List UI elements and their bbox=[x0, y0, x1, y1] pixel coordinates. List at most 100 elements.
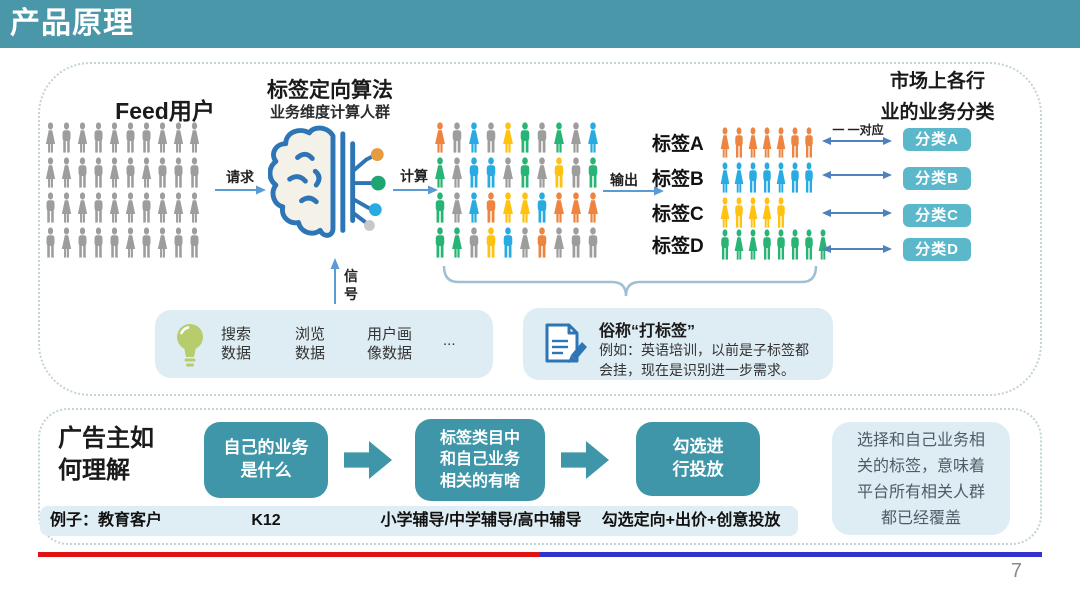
person-icon bbox=[190, 227, 199, 258]
double-arrows bbox=[822, 0, 892, 400]
feed-users-title: Feed用户 bbox=[115, 98, 215, 124]
person-icon bbox=[94, 157, 103, 188]
person-icon-cell bbox=[466, 157, 483, 192]
feed-users-crowd bbox=[43, 122, 203, 262]
person-icon-cell bbox=[75, 192, 91, 227]
person-icon bbox=[435, 227, 445, 258]
divider-blue bbox=[540, 552, 1042, 557]
person-icon-cell bbox=[483, 192, 500, 227]
person-icon bbox=[189, 122, 200, 153]
note-box: 俗称“打标签” 例如：英语培训，以前是子标签都 会挂，现在是识别进一步需求。 bbox=[523, 308, 833, 380]
person-icon-cell bbox=[43, 122, 59, 157]
advertiser-note: 选择和自己业务相 关的标签，意味着 平台所有相关人群 都已经覆盖 bbox=[832, 422, 1010, 535]
person-icon-cell bbox=[155, 122, 171, 157]
person-icon bbox=[734, 228, 744, 260]
person-icon-cell bbox=[43, 192, 59, 227]
person-icon bbox=[46, 227, 55, 258]
person-icon bbox=[720, 161, 730, 193]
person-icon-cell bbox=[432, 122, 449, 157]
person-icon bbox=[749, 161, 757, 193]
person-icon-cell bbox=[449, 227, 466, 262]
person-icon bbox=[77, 122, 88, 153]
person-icon-cell bbox=[568, 157, 585, 192]
note-title: 俗称“打标签” bbox=[599, 323, 696, 340]
example-band: 例子：教育客户 K12 小学辅导/中学辅导/高中辅导 勾选定向+出价+创意投放 bbox=[40, 506, 798, 536]
person-icon bbox=[435, 157, 445, 188]
person-icon bbox=[157, 122, 168, 153]
person-icon-cell bbox=[534, 157, 551, 192]
person-icon-cell bbox=[449, 157, 466, 192]
person-icon-cell bbox=[551, 227, 568, 262]
category-button: 分类B bbox=[903, 167, 971, 190]
person-icon bbox=[776, 161, 786, 193]
example-action: 勾选定向+出价+创意投放 bbox=[601, 512, 781, 529]
person-icon bbox=[62, 122, 71, 153]
person-icon bbox=[174, 227, 183, 258]
person-icon bbox=[78, 227, 87, 258]
step-box-tags: 标签类目中 和自己业务 相关的有啥 bbox=[415, 419, 545, 501]
person-icon bbox=[554, 157, 564, 188]
person-icon-cell bbox=[585, 192, 602, 227]
step-box-launch: 勾选进 行投放 bbox=[636, 422, 760, 496]
person-icon-cell bbox=[585, 227, 602, 262]
output-arrow-icon bbox=[603, 186, 664, 196]
person-icon-cell bbox=[187, 157, 203, 192]
divider-red bbox=[38, 552, 540, 557]
advertiser-title: 广告主如 何理解 bbox=[58, 425, 154, 485]
person-icon-cell bbox=[517, 227, 534, 262]
person-icon bbox=[720, 126, 730, 158]
person-icon bbox=[173, 122, 184, 153]
person-icon-cell bbox=[75, 227, 91, 262]
person-icon-cell bbox=[449, 122, 466, 157]
person-icon-cell bbox=[517, 157, 534, 192]
person-icon-cell bbox=[466, 192, 483, 227]
person-icon bbox=[503, 122, 513, 153]
lightbulb-icon bbox=[177, 324, 203, 367]
person-icon bbox=[503, 157, 513, 188]
person-icon bbox=[571, 122, 581, 153]
person-icon-cell bbox=[432, 192, 449, 227]
person-icon bbox=[174, 157, 183, 188]
person-icon bbox=[554, 227, 564, 258]
person-icon bbox=[503, 192, 513, 223]
person-icon bbox=[61, 192, 72, 223]
person-icon bbox=[520, 192, 530, 223]
person-icon-cell bbox=[551, 122, 568, 157]
compute-arrow-icon bbox=[393, 185, 438, 195]
person-icon bbox=[469, 192, 479, 223]
signal-arrow-icon bbox=[330, 258, 340, 304]
slide-title: 产品原理 bbox=[10, 7, 134, 40]
person-icon bbox=[486, 122, 496, 153]
brain-icon bbox=[268, 125, 386, 238]
person-icon-cell bbox=[568, 192, 585, 227]
person-icon bbox=[588, 227, 598, 258]
person-icon bbox=[777, 196, 785, 228]
person-icon bbox=[588, 157, 598, 188]
tag-label: 标签C bbox=[652, 203, 704, 225]
market-title: 市场上各行 业的业务分类 bbox=[880, 71, 995, 123]
person-icon-cell bbox=[500, 157, 517, 192]
person-icon-cell bbox=[91, 157, 107, 192]
example-subjects: 小学辅导/中学辅导/高中辅导 bbox=[380, 512, 582, 529]
mapping-label: 一 一对应 bbox=[832, 123, 884, 137]
person-icon bbox=[571, 157, 581, 188]
person-icon bbox=[734, 161, 744, 193]
person-icon bbox=[748, 126, 758, 158]
person-icon-cell bbox=[171, 157, 187, 192]
example-k12: K12 bbox=[251, 512, 281, 529]
signal-item-ellipsis: ... bbox=[443, 332, 456, 349]
person-icon bbox=[189, 192, 200, 223]
tag-label: 标签A bbox=[652, 133, 704, 155]
person-icon-cell bbox=[171, 227, 187, 262]
example-label: 例子：教育客户 bbox=[50, 512, 163, 529]
person-icon bbox=[588, 192, 598, 223]
request-arrow-icon bbox=[215, 185, 266, 195]
header-bar: 产品原理 bbox=[0, 0, 1080, 48]
step-box-business: 自己的业务 是什么 bbox=[204, 422, 328, 498]
person-icon-cell bbox=[483, 122, 500, 157]
person-icon bbox=[762, 126, 772, 158]
person-icon-cell bbox=[432, 227, 449, 262]
person-icon bbox=[45, 157, 56, 188]
person-icon-cell bbox=[432, 157, 449, 192]
